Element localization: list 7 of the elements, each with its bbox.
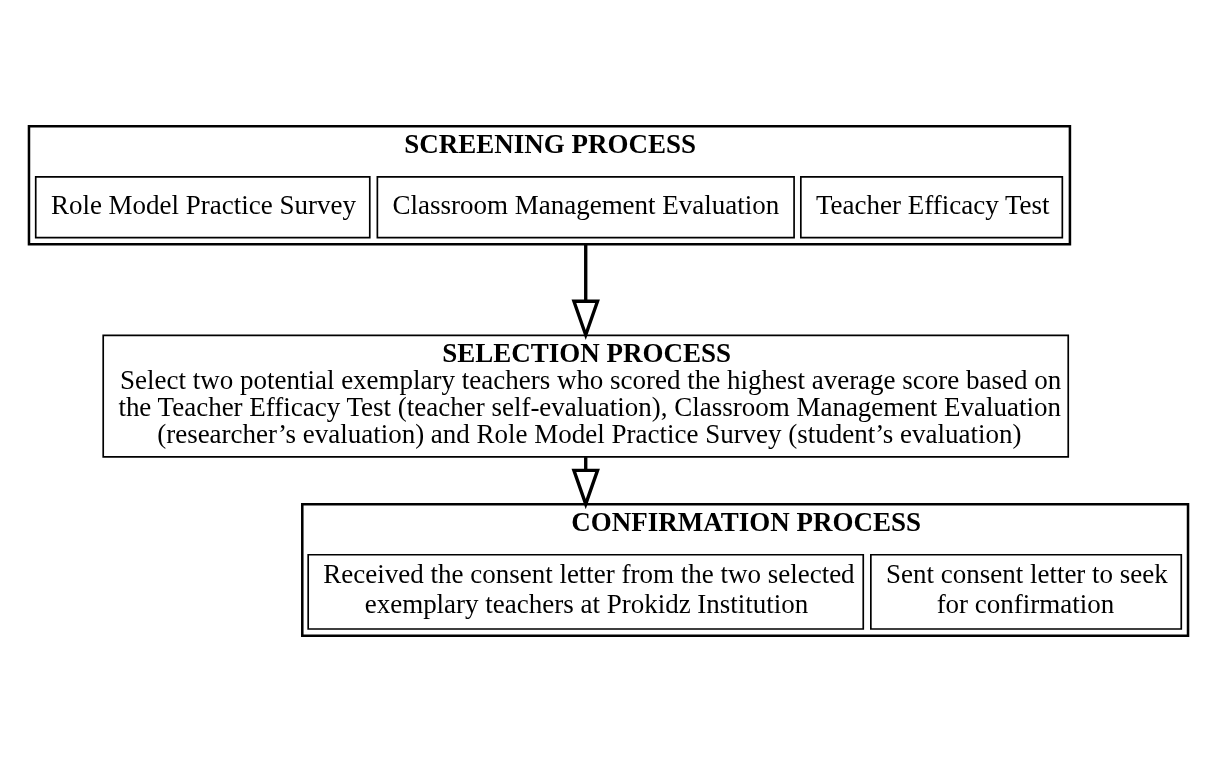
node-box: Teacher Efficacy Test <box>800 175 1064 238</box>
node-box: SELECTION PROCESS Select two potential exemplary teachers who scored the highest average score based on the Teacher Efficacy Test (teacher self-evaluation), Classroom Management Evaluation (researcher’s evaluation) and Role Model Practice Survey (student’s evaluation) <box>102 334 1070 458</box>
node-box: Classroom Management Evaluation <box>376 175 795 238</box>
arrow <box>571 243 600 340</box>
node-box: Sent consent letter to seek for confirmation <box>870 553 1183 630</box>
node-box: Received the consent letter from the two selected exemplary teachers at Prokidz Institution <box>307 553 865 630</box>
node-box: Role Model Practice Survey <box>34 175 371 238</box>
